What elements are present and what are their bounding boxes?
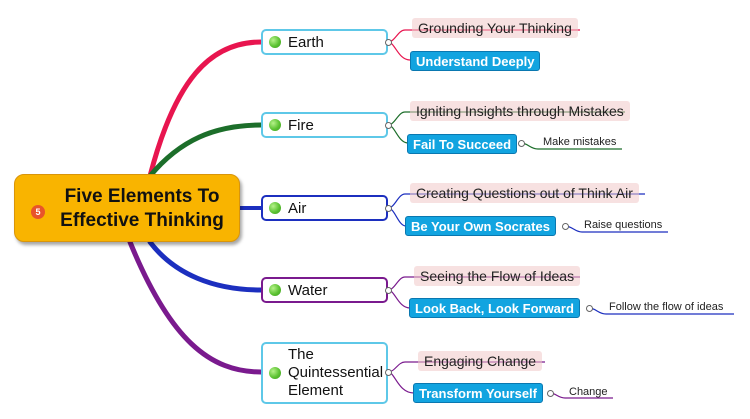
leaf-raise-questions[interactable]: Raise questions — [584, 219, 663, 231]
connector-knob[interactable] — [385, 205, 392, 212]
green-dot-icon — [269, 119, 281, 131]
topic-label: Fire — [288, 116, 314, 134]
highlight-look-back-look-forward[interactable]: Look Back, Look Forward — [409, 298, 580, 318]
green-dot-icon — [269, 36, 281, 48]
topic-quintessential-element[interactable]: The Quintessential Element — [261, 342, 388, 404]
leaf-change[interactable]: Change — [569, 386, 608, 398]
topic-water[interactable]: Water — [261, 277, 388, 303]
subtopic-creating-questions[interactable]: Creating Questions out of Think Air — [410, 183, 639, 203]
connector-knob[interactable] — [547, 390, 554, 397]
connector-knob[interactable] — [385, 369, 392, 376]
topic-label: Earth — [288, 33, 324, 51]
topic-label: Water — [288, 281, 328, 299]
green-dot-icon — [269, 202, 281, 214]
topic-fire[interactable]: Fire — [261, 112, 388, 138]
highlight-be-your-own-socrates[interactable]: Be Your Own Socrates — [405, 216, 556, 236]
green-dot-icon — [269, 367, 281, 379]
topic-label: The Quintessential Element — [288, 346, 384, 399]
topic-count-badge: 5 — [31, 205, 45, 219]
central-topic-title: Five Elements To Effective Thinking — [60, 186, 224, 231]
connector-knob[interactable] — [562, 223, 569, 230]
branch-fire — [147, 122, 264, 179]
branch-water — [147, 239, 264, 293]
green-dot-icon — [269, 284, 281, 296]
subtopic-engaging-change[interactable]: Engaging Change — [418, 351, 543, 371]
subtopic-igniting-insights[interactable]: Igniting Insights through Mistakes — [410, 101, 630, 121]
branch-earth — [147, 39, 264, 179]
highlight-transform-yourself[interactable]: Transform Yourself — [413, 383, 543, 403]
topic-earth[interactable]: Earth — [261, 29, 388, 55]
connector-knob[interactable] — [586, 305, 593, 312]
topic-air[interactable]: Air — [261, 195, 388, 221]
topic-label: Air — [288, 199, 307, 217]
highlight-fail-to-succeed[interactable]: Fail To Succeed — [407, 134, 518, 154]
subtopic-grounding[interactable]: Grounding Your Thinking — [412, 18, 578, 38]
leaf-follow-flow-of-ideas[interactable]: Follow the flow of ideas — [609, 301, 724, 313]
connector-knob[interactable] — [385, 287, 392, 294]
highlight-understand-deeply[interactable]: Understand Deeply — [410, 51, 541, 71]
connector-knob[interactable] — [518, 140, 525, 147]
connector-knob[interactable] — [385, 39, 392, 46]
central-topic[interactable]: 5 Five Elements To Effective Thinking — [14, 174, 240, 242]
leaf-make-mistakes[interactable]: Make mistakes — [543, 136, 617, 148]
connector-knob[interactable] — [385, 122, 392, 129]
branch-quintessential — [127, 239, 264, 375]
subtopic-flow-of-ideas[interactable]: Seeing the Flow of Ideas — [414, 266, 581, 286]
